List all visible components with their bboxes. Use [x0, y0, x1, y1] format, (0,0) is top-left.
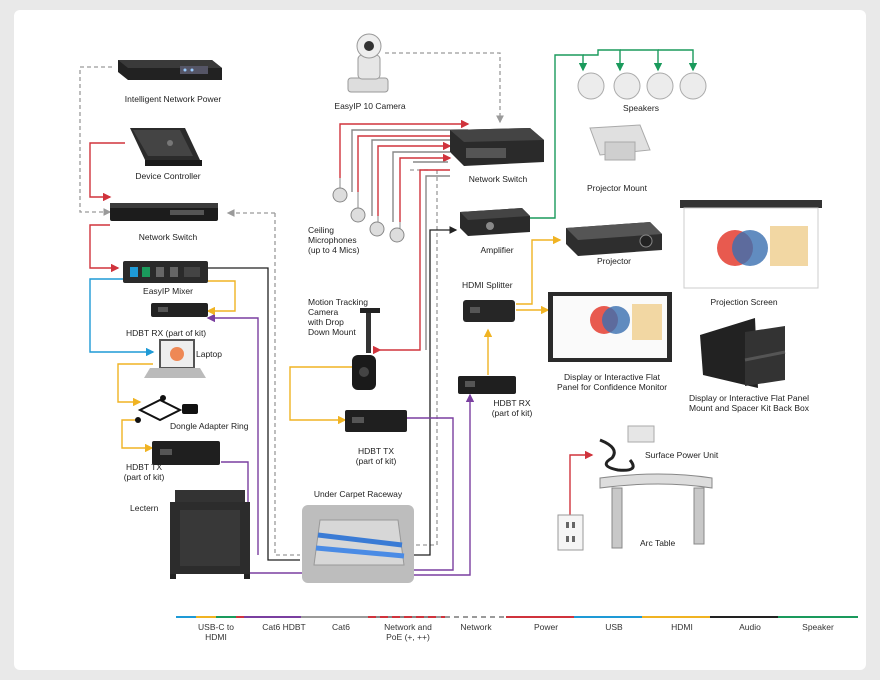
legend-item-power: Power [502, 616, 590, 650]
legend-item-cat6: Cat6 [297, 616, 385, 650]
label-intelligent-network-power: Intelligent Network Power [124, 94, 222, 104]
flat-panel-icon [548, 292, 672, 362]
hdbt-rx-center-icon [458, 376, 516, 394]
projection-screen-icon [680, 200, 822, 289]
legend-label-audio: Audio [739, 622, 761, 632]
legend-swatch-cat6 [301, 616, 381, 618]
legend-label-cat6-hdbt: Cat6 HDBT [262, 622, 306, 632]
label-projection-screen: Projection Screen [710, 297, 778, 307]
label-projector-mount: Projector Mount [587, 183, 647, 193]
power-wires [89, 142, 594, 523]
label-flat-panel-mount: Display or Interactive Flat Panel Mount … [688, 393, 809, 413]
legend-item-usbc-hdmi: USB-C to HDMI [172, 616, 260, 650]
label-laptop: Laptop [196, 349, 222, 359]
wall-outlet-icon [557, 514, 584, 551]
motion-tracking-camera-icon [352, 308, 380, 390]
audio-wires [208, 226, 458, 561]
legend-swatch-network [436, 616, 516, 618]
legend-item-network-poe: Network and PoE (+, ++) [364, 616, 452, 650]
label-flat-panel: Display or Interactive Flat Panel for Co… [556, 372, 668, 392]
legend-label-power: Power [533, 622, 559, 632]
easyip-mixer-icon [123, 261, 208, 283]
hdbt-tx-left-icon [152, 441, 220, 465]
label-dongle-adapter-ring: Dongle Adapter Ring [170, 421, 249, 431]
projector-icon [566, 222, 662, 256]
legend-swatch-cat6-hdbt [244, 616, 324, 618]
flat-panel-mount-icon [700, 318, 786, 388]
legend-label-cat6: Cat6 [332, 622, 350, 632]
hdbt-rx-left-icon [151, 303, 208, 317]
legend-swatch-usb [574, 616, 654, 618]
legend-label-network: Network [460, 622, 492, 632]
label-network-switch-left: Network Switch [138, 232, 198, 242]
under-carpet-raceway-icon [302, 505, 414, 583]
legend-item-speaker: Speaker [774, 616, 862, 650]
hdmi-wires [117, 235, 562, 453]
legend-label-usb: USB [605, 622, 623, 632]
label-device-controller: Device Controller [135, 171, 201, 181]
network-dashed-wires [79, 52, 504, 556]
legend-label-usbc-hdmi: USB-C to HDMI [198, 622, 234, 642]
label-surface-power-unit: Surface Power Unit [645, 450, 719, 460]
legend-swatch-speaker [778, 616, 858, 618]
legend-swatch-hdmi [642, 616, 722, 618]
label-lectern: Lectern [130, 503, 159, 513]
projector-mount-icon [589, 124, 651, 161]
network-switch-center-icon [450, 128, 544, 166]
legend-item-network: Network [432, 616, 520, 650]
legend-item-usb: USB [570, 616, 658, 650]
legend-label-speaker: Speaker [802, 622, 834, 632]
poe-wires [339, 119, 470, 355]
legend-item-audio: Audio [706, 616, 794, 650]
label-ceiling-microphones: Ceiling Microphones (up to 4 Mics) [308, 225, 360, 255]
label-projector: Projector [596, 256, 631, 266]
easyip-camera-icon [347, 33, 389, 93]
hdbt-tx-center-icon [345, 410, 407, 432]
label-hdmi-splitter: HDMI Splitter [462, 280, 513, 290]
speaker-wires [530, 49, 698, 219]
label-motion-tracking-camera: Motion Tracking Camera with Drop Down Mo… [308, 297, 368, 337]
usb-wires [89, 278, 155, 357]
arc-table-icon [599, 473, 713, 549]
legend-swatch-usbc-hdmi [176, 616, 256, 618]
surface-power-unit-icon [599, 425, 655, 472]
label-hdbt-rx-left: HDBT RX (part of kit) [126, 328, 207, 338]
label-hdbt-tx-left: HDBT TX (part of kit) [123, 462, 165, 482]
lectern-icon [170, 490, 250, 579]
label-easyip-mixer: EasyIP Mixer [143, 286, 193, 296]
legend-item-hdmi: HDMI [638, 616, 726, 650]
label-amplifier: Amplifier [480, 245, 514, 255]
hdmi-splitter-icon [463, 300, 515, 322]
amplifier-icon [460, 208, 530, 236]
label-arc-table: Arc Table [640, 538, 676, 548]
speakers-icon [577, 72, 707, 100]
device-controller-icon [130, 128, 202, 166]
laptop-icon [144, 339, 206, 378]
label-hdbt-rx-center: HDBT RX (part of kit) [491, 398, 533, 418]
label-under-carpet-raceway: Under Carpet Raceway [313, 489, 403, 499]
hdbt-wires [206, 313, 475, 576]
label-hdbt-tx-center: HDBT TX (part of kit) [355, 446, 397, 466]
network-switch-left-icon [110, 203, 218, 221]
label-speakers: Speakers [623, 103, 659, 113]
label-network-switch-center: Network Switch [468, 174, 528, 184]
legend-swatch-network-poe [368, 616, 448, 618]
legend-label-hdmi: HDMI [671, 622, 693, 632]
label-easyip-camera: EasyIP 10 Camera [334, 101, 406, 111]
ceiling-microphones-icon [332, 178, 405, 243]
legend-swatch-power [506, 616, 586, 618]
legend-swatch-audio [710, 616, 790, 618]
legend-item-cat6-hdbt: Cat6 HDBT [240, 616, 328, 650]
legend-label-network-poe: Network and PoE (+, ++) [384, 622, 432, 642]
dongle-adapter-ring-icon [135, 395, 198, 423]
intelligent-network-power-icon [118, 60, 222, 80]
